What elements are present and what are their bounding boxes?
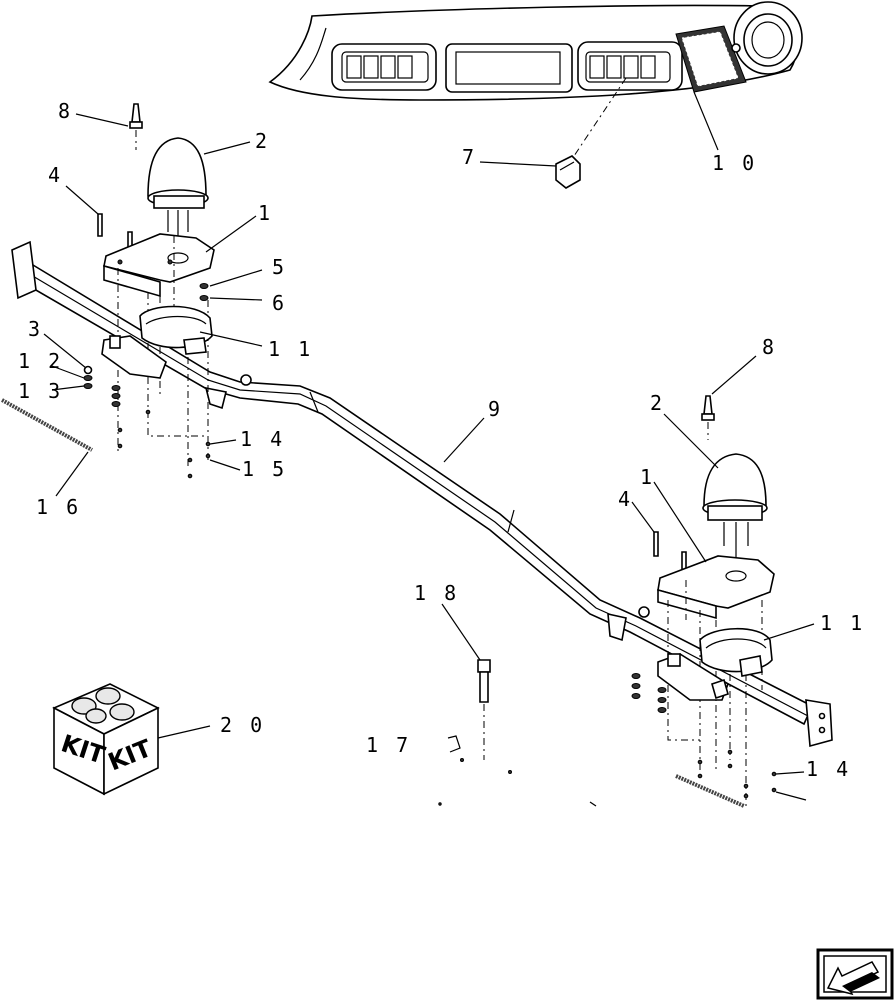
callout-10: 1 0 xyxy=(712,151,757,175)
callout-4-right: 4 xyxy=(618,487,633,511)
callout-8-left: 8 xyxy=(58,99,73,123)
callout-12: 1 2 xyxy=(18,349,63,373)
callout-7: 7 xyxy=(462,145,477,169)
callouts: 8 2 4 1 5 6 1 1 3 1 2 1 3 1 4 1 5 1 6 7 … xyxy=(18,99,865,781)
clip-17 xyxy=(438,735,597,807)
callout-17: 1 7 xyxy=(366,733,411,757)
bolt-18 xyxy=(477,659,491,760)
rocker-switch xyxy=(555,77,627,189)
callout-13: 1 3 xyxy=(18,379,63,403)
kit-box: KIT KIT xyxy=(52,683,160,796)
mounting-bar xyxy=(11,240,833,748)
callout-14-right: 1 4 xyxy=(806,757,851,781)
left-beacon-assembly xyxy=(1,103,215,479)
callout-11-right: 1 1 xyxy=(820,611,865,635)
callout-3: 3 xyxy=(28,317,43,341)
callout-1-left: 1 xyxy=(258,201,273,225)
arrow-left-down-icon xyxy=(826,961,880,996)
callout-11-left: 1 1 xyxy=(268,337,313,361)
callout-8-right: 8 xyxy=(762,335,777,359)
callout-6: 6 xyxy=(272,291,287,315)
callout-16: 1 6 xyxy=(36,495,81,519)
callout-14-left: 1 4 xyxy=(240,427,285,451)
callout-18: 1 8 xyxy=(414,581,459,605)
callout-2-right: 2 xyxy=(650,391,665,415)
cab-headliner xyxy=(268,1,803,101)
right-beacon-assembly xyxy=(631,395,777,808)
callout-15: 1 5 xyxy=(242,457,287,481)
callout-4-left: 4 xyxy=(48,163,63,187)
leader-lines xyxy=(43,91,815,801)
callout-9: 9 xyxy=(488,397,503,421)
callout-20: 2 0 xyxy=(220,713,265,737)
nav-arrow-button[interactable] xyxy=(816,948,894,1000)
callout-1-right: 1 xyxy=(640,465,655,489)
callout-2-left: 2 xyxy=(255,129,270,153)
callout-5: 5 xyxy=(272,255,287,279)
